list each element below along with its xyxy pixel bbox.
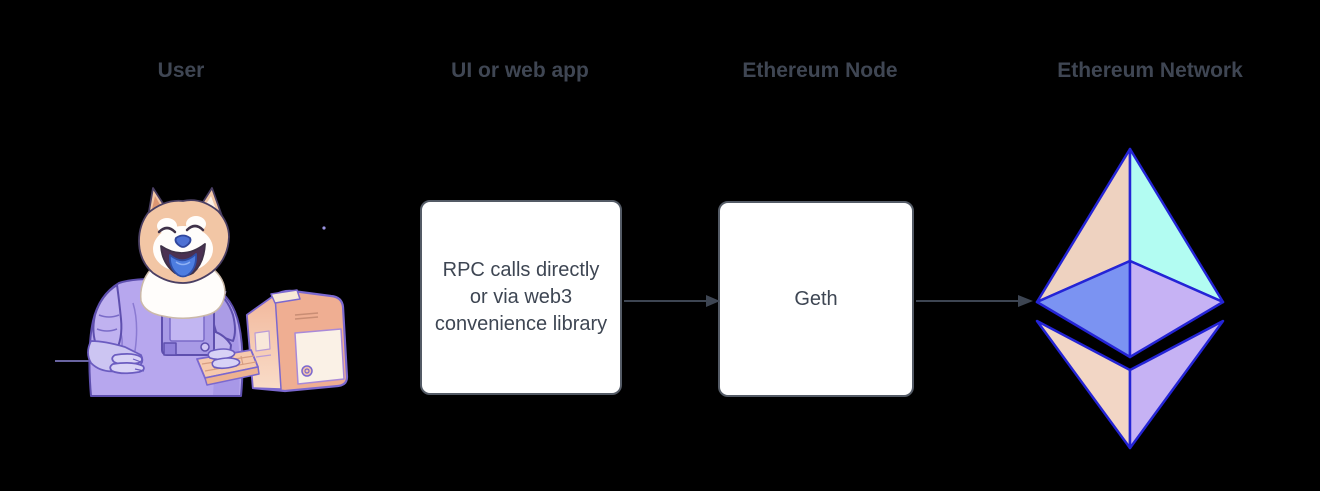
computer-badge: [301, 365, 313, 377]
ethereum-node-box-text: Geth: [794, 287, 838, 310]
ethereum-logo: [1035, 147, 1225, 450]
arrow-ui-to-node: [624, 295, 720, 307]
eth-face-bottom-right: [1128, 319, 1225, 450]
computer-handle: [270, 289, 301, 304]
robot-glove-left: [87, 340, 145, 375]
computer: [245, 289, 349, 393]
doge-astronaut-at-computer-illustration: [55, 187, 349, 397]
arrow-node-to-network: [916, 295, 1033, 307]
doge-head: [138, 187, 230, 284]
computer-panel: [294, 328, 345, 385]
ethereum-node-box: Geth: [718, 201, 914, 397]
label-ethereum-network: Ethereum Network: [1057, 59, 1243, 82]
robot-glove-right: [207, 348, 241, 370]
doge-eye-right: [185, 224, 205, 232]
ui-web-app-box-text: RPC calls directly or via web3 convenien…: [434, 259, 608, 335]
ui-web-app-box: RPC calls directly or via web3 convenien…: [420, 200, 622, 395]
label-user: User: [157, 59, 205, 82]
eth-face-mid-right: [1128, 259, 1225, 359]
doge-eye-left: [157, 226, 177, 234]
label-ui-or-web-app: UI or web app: [451, 59, 589, 82]
label-ethereum-node: Ethereum Node: [742, 59, 898, 82]
doge-nose: [174, 234, 192, 248]
sparkle-dot: [322, 226, 326, 230]
